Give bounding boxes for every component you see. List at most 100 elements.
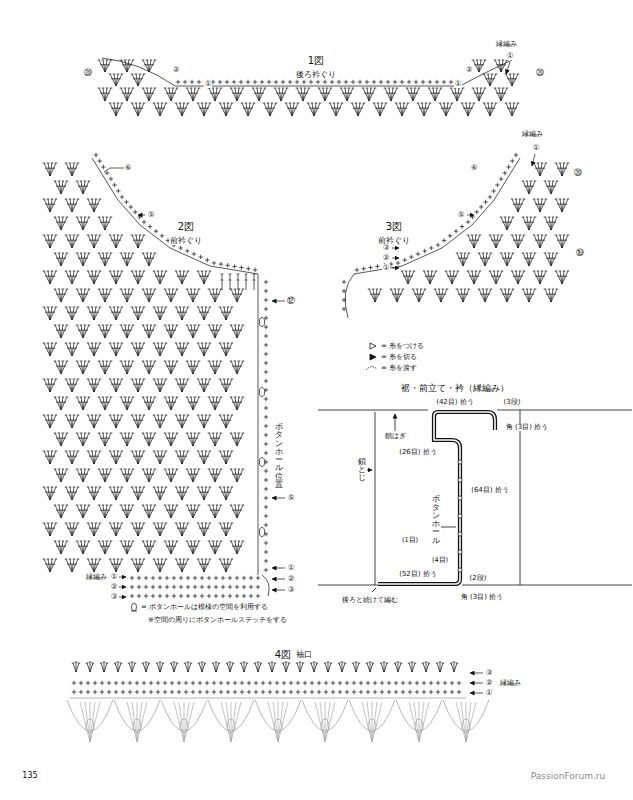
- stitch: [43, 343, 46, 344]
- stitch: [77, 505, 83, 518]
- stitch: [55, 397, 61, 410]
- stitch: [212, 433, 215, 434]
- stitch: [191, 433, 193, 446]
- stitch: [186, 289, 189, 290]
- stitch: [77, 433, 83, 446]
- stitch: [78, 474, 81, 475]
- stitch: [154, 541, 157, 542]
- stitch: [107, 402, 110, 403]
- stitch: [187, 505, 193, 518]
- stitch: [47, 487, 50, 488]
- stitch: [55, 271, 58, 272]
- stitch: [187, 541, 193, 554]
- stitch: [232, 510, 235, 511]
- stitch: [50, 379, 56, 392]
- stitch: [62, 253, 65, 254]
- stitch: [52, 420, 55, 421]
- stitch: [69, 451, 72, 452]
- stitch: [132, 487, 138, 500]
- stitch: [70, 379, 72, 392]
- stitch: [150, 505, 153, 506]
- stitch: [212, 289, 215, 290]
- stitch: [177, 456, 180, 457]
- stitch: [205, 343, 208, 344]
- stitch: [81, 438, 84, 439]
- stitch: [242, 541, 245, 542]
- stitch: [162, 384, 165, 385]
- stitch: [113, 379, 116, 380]
- stitch: [169, 366, 172, 367]
- stitch: [154, 271, 160, 284]
- stitch: [161, 271, 164, 272]
- stitch: [83, 433, 89, 446]
- stitch: [147, 397, 149, 410]
- stitch: [76, 397, 79, 398]
- stitch: [144, 438, 147, 439]
- stitch: [132, 433, 135, 434]
- stitch: [48, 312, 51, 313]
- stitch: [72, 420, 75, 421]
- stitch: [179, 487, 182, 488]
- stitch: [132, 289, 135, 290]
- stitch: [47, 451, 50, 452]
- stitch: [48, 271, 50, 284]
- stitch: [197, 487, 200, 488]
- stitch: [96, 240, 99, 241]
- stitch: [69, 271, 72, 272]
- stitch: [116, 271, 122, 284]
- stitch: [84, 469, 87, 470]
- stitch: [84, 289, 87, 290]
- stitch: [187, 415, 190, 416]
- stitch: [176, 415, 182, 428]
- stitch: [160, 343, 166, 356]
- stitch: [206, 528, 209, 529]
- stitch: [160, 492, 163, 493]
- stitch: [45, 276, 48, 277]
- stitch: [77, 487, 80, 488]
- stitch: [114, 276, 117, 277]
- stitch: [220, 379, 226, 392]
- stitch: [50, 204, 53, 205]
- stitch: [176, 307, 182, 320]
- stitch: [47, 235, 50, 236]
- stitch: [94, 564, 97, 565]
- stitch: [81, 325, 83, 338]
- stitch: [70, 343, 72, 356]
- stitch: [88, 433, 91, 434]
- stitch: [116, 456, 119, 457]
- stitch: [88, 199, 94, 212]
- stitch: [204, 276, 207, 277]
- stitch: [215, 510, 218, 511]
- stitch: [98, 361, 101, 362]
- stitch: [147, 541, 149, 554]
- stitch: [155, 384, 158, 385]
- stitch: [135, 415, 138, 416]
- stitch: [50, 276, 53, 277]
- stitch: [198, 271, 204, 284]
- stitch: [109, 451, 112, 452]
- stitch: [131, 487, 134, 488]
- stitch: [201, 271, 204, 272]
- stitch: [138, 307, 144, 320]
- stitch: [66, 289, 69, 290]
- stitch: [124, 361, 127, 362]
- stitch: [70, 307, 72, 320]
- stitch: [120, 505, 123, 506]
- stitch: [105, 361, 111, 374]
- stitch: [77, 271, 80, 272]
- stitch: [65, 523, 68, 524]
- stitch: [89, 240, 92, 241]
- stitch: [154, 325, 157, 326]
- stitch: [114, 528, 117, 529]
- stitch: [129, 294, 132, 295]
- stitch: [87, 235, 90, 236]
- stitch: [83, 397, 89, 410]
- stitch: [43, 271, 46, 272]
- stitch: [48, 276, 51, 277]
- stitch: [72, 456, 75, 457]
- stitch: [190, 541, 193, 542]
- stitch: [179, 343, 182, 344]
- stitch: [56, 366, 59, 367]
- stitch: [127, 330, 130, 331]
- stitch: [94, 492, 97, 493]
